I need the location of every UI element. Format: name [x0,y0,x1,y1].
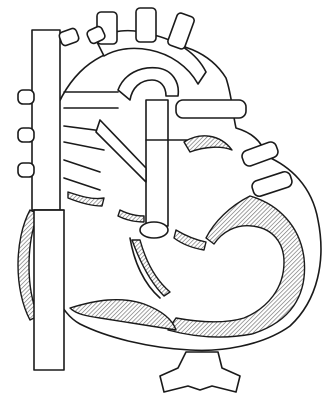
main-pulmonary-column [146,100,168,226]
left-subclavian-artery [167,12,196,50]
pulmonary-vein-1 [18,90,34,104]
inferior-vena-cava [34,210,64,370]
left-carotid-artery [136,8,156,42]
descending-aorta-bifurcation [160,352,240,392]
aorta-right-branch [58,27,80,46]
superior-vena-cava [32,30,60,210]
right-pulmonary-artery [176,100,246,118]
valve-ring [140,222,168,238]
pulmonary-vein-3 [18,163,34,177]
pulmonary-vein-2 [18,128,34,142]
